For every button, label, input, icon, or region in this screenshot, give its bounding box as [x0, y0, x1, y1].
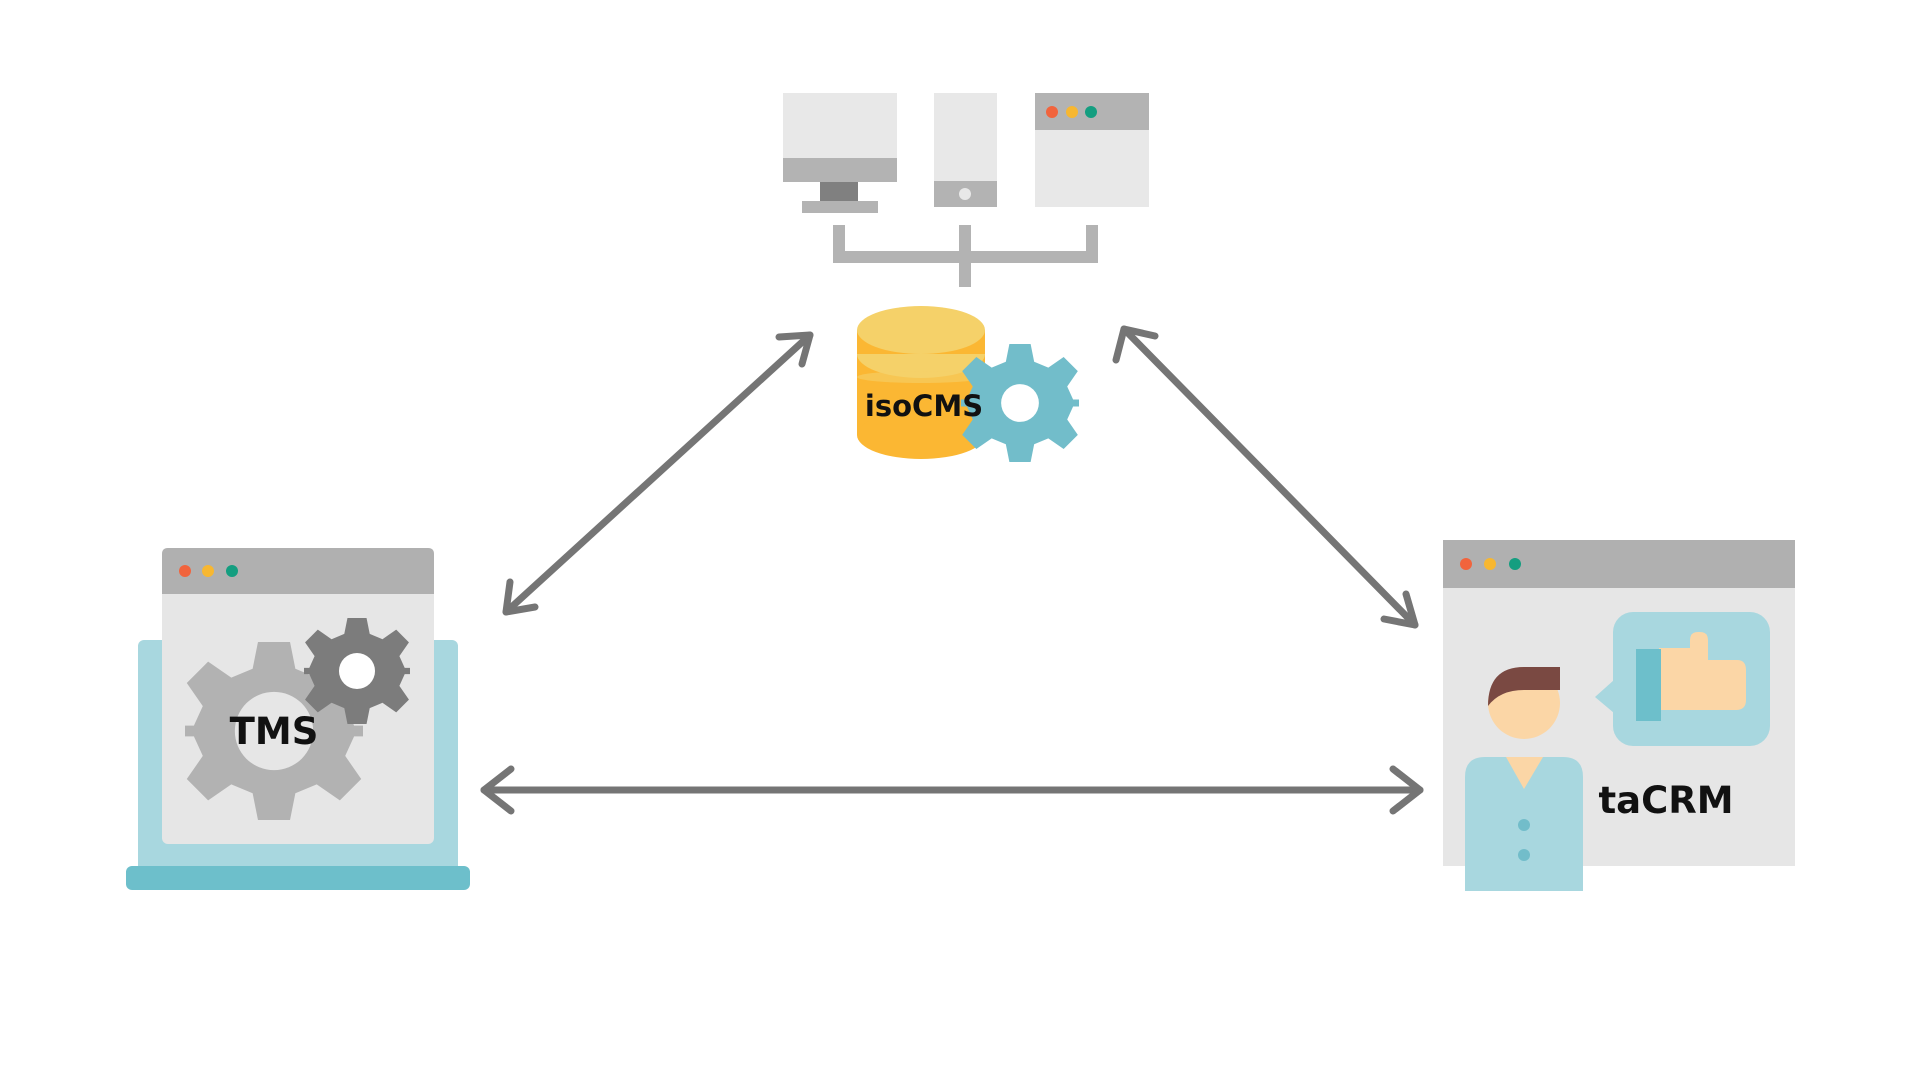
crm-label: taCRM: [1598, 779, 1733, 822]
arrow-cms-crm: [1112, 325, 1419, 629]
monitor-icon: [783, 93, 897, 213]
tms-label: TMS: [230, 710, 319, 753]
database-gear-icon: isoCMS: [857, 306, 1079, 462]
connector-bracket: [833, 225, 1098, 287]
arrow-tms-cms: [502, 331, 814, 616]
devices-icon: [783, 93, 1149, 287]
tower-icon: [934, 93, 997, 207]
browser-window-icon: [1035, 93, 1149, 207]
large-gear-icon: [185, 642, 363, 820]
small-gear-icon: [304, 618, 410, 724]
customer-feedback-icon: taCRM: [1443, 540, 1795, 891]
laptop-gears-icon: TMS: [126, 548, 470, 890]
person-icon: [1465, 667, 1583, 891]
gear-icon: [961, 344, 1079, 462]
arrow-tms-crm: [480, 765, 1424, 815]
connection-arrows: [480, 325, 1424, 815]
thumbs-up-bubble-icon: [1595, 612, 1770, 746]
cms-label: isoCMS: [865, 389, 983, 423]
